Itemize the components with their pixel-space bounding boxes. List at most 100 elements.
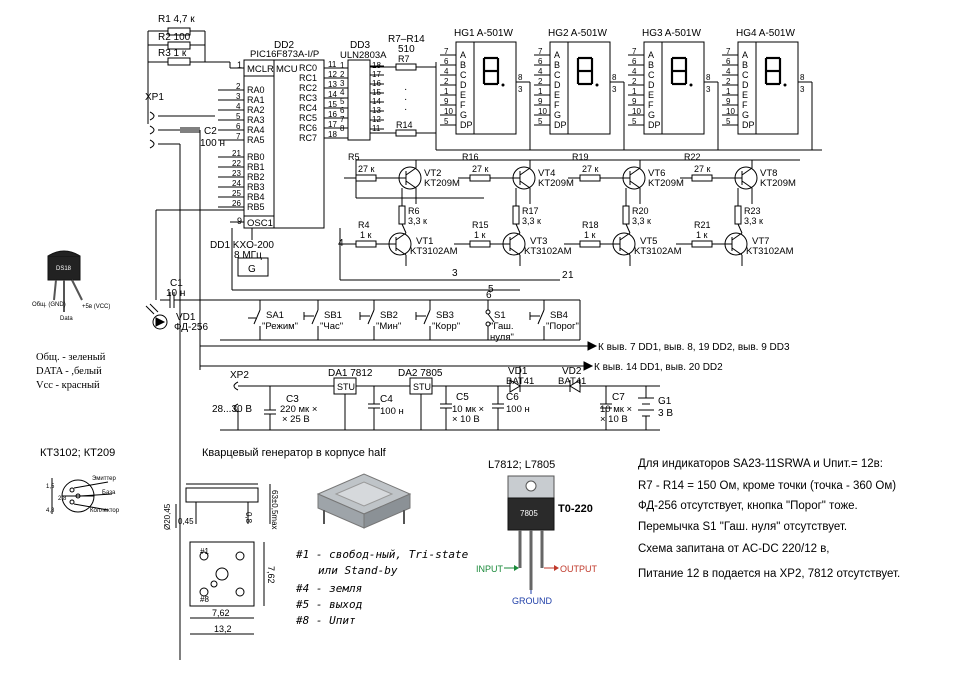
crystal-pin-desc-3: #4 - земля [295, 582, 362, 595]
rc-pin-number: 15 [328, 100, 337, 109]
base-resistor-r22 [691, 174, 713, 182]
rb-pin-label: RB5 [247, 202, 265, 212]
net-dd1-14: К выв. 14 DD1, выв. 20 DD2 [594, 362, 723, 373]
dd3-pin-number: 7 [340, 115, 345, 124]
rc-pin-label: RC2 [299, 83, 317, 93]
ra-pin-label: RA0 [247, 85, 265, 95]
rc-pin-label: RC7 [299, 133, 317, 143]
base-resistor-label: R22 [684, 152, 701, 162]
dd3-out-pin: 11 [372, 124, 381, 133]
rc-pin-label: RC5 [299, 113, 317, 123]
kt-title: КТ3102; КТ209 [40, 447, 115, 459]
npn-emitter [395, 247, 407, 256]
segment-label: C [742, 70, 749, 80]
crystal-pin-desc-1: #1 - свобод-ный, Tri-state [295, 548, 469, 561]
npn-top-lead [737, 223, 743, 234]
switch-caption: "Порог" [546, 321, 579, 332]
base-resistor-value: 27 к [694, 164, 711, 174]
switch-label: SB1 [324, 310, 342, 321]
divider-resistor-value: 3,3 к [632, 216, 651, 226]
crystal-pin-desc-5: #8 - Uпит [295, 614, 356, 627]
ra-pin-label: RA5 [247, 135, 265, 145]
crystal-pin1: #1 [200, 547, 209, 556]
xp2-voltage: 28...30 В [212, 404, 252, 415]
pnp-type: KT209M [424, 178, 460, 189]
segment-label: C [554, 70, 561, 80]
c3-label: C3 [286, 394, 299, 405]
crystal-top-view [189, 541, 265, 635]
segment-pin-number: 9 [632, 97, 637, 106]
rb-pin-number: 22 [232, 159, 241, 168]
common-pin-3: 3 [518, 85, 523, 94]
switch-label: SB2 [380, 310, 398, 321]
base-resistor-r5 [355, 174, 377, 182]
segment-dp [595, 83, 599, 87]
seven-segment-glyph [764, 56, 787, 87]
npn-emitter [509, 247, 521, 256]
npn-base-resistor-value: 1 к [474, 230, 486, 240]
common-pin-3: 3 [706, 85, 711, 94]
divider-resistor-r6 [398, 205, 406, 225]
pin9-label: 9 [237, 216, 242, 226]
common-pin-3: 3 [612, 85, 617, 94]
kt-dim-2: 2,8 [58, 496, 67, 502]
button-arm [367, 309, 375, 325]
npn-base-resistor-value: 1 к [696, 230, 708, 240]
ra-pin-number: 5 [236, 112, 241, 121]
ra-pin-label: RA2 [247, 105, 265, 115]
dd1-name: DD1 KXO-200 [210, 240, 274, 251]
segment-label: F [742, 100, 748, 110]
switch-sb3: SB3"Корр" [415, 300, 460, 340]
osc1-label: OSC1 [247, 218, 273, 229]
display-label: HG1 A-501W [454, 28, 513, 39]
seven-segment-glyph [482, 56, 505, 87]
c3-value-2: × 25 В [282, 414, 310, 425]
pin-gnd: Общ. (GND) [32, 302, 66, 308]
c1-label: C1 [170, 278, 183, 289]
npn-type: KT3102AM [410, 246, 458, 257]
npn-base-resistor-value: 1 к [584, 230, 596, 240]
crystal-dim-045b: 0,45 [178, 517, 194, 526]
switch-sb2: SB2"Мин" [359, 300, 401, 340]
net-1: 1 [568, 270, 574, 281]
dd3-pin-number: 4 [340, 88, 345, 97]
c7-value-2: × 10 В [600, 414, 628, 425]
npn-base-resistor-r21 [691, 240, 713, 248]
r7-label: R7 [398, 54, 410, 64]
segment-pin-number: 1 [726, 87, 731, 96]
dd3-pin-number: 3 [340, 79, 345, 88]
net-4: 4 [338, 238, 344, 249]
c2-label: C2 [204, 126, 217, 137]
npn-top-lead [625, 223, 631, 234]
segment-label: B [648, 60, 654, 70]
segment-label: G [648, 110, 655, 120]
rc-pin-number: 13 [328, 80, 337, 89]
kt-dim-3: 4,8 [46, 508, 55, 514]
dd1-oscillator [237, 257, 269, 277]
pnp-label: VT4 [538, 168, 555, 179]
switch-s1: S1"Гаш.нуля" [485, 300, 514, 343]
c5-value-1: 10 мк × [452, 404, 484, 415]
segment-dp [783, 83, 787, 87]
button-arm [423, 309, 431, 325]
jumper-contact [485, 321, 491, 327]
regulator-output: OUTPUT [560, 564, 598, 574]
segment-pin-number: 1 [632, 87, 637, 96]
divider-resistor-value: 3,3 к [522, 216, 541, 226]
dd2-mcu-body [243, 59, 325, 229]
base-resistor-value: 27 к [472, 164, 489, 174]
segment-pin-number: 7 [538, 47, 543, 56]
divider-resistor-r20 [622, 205, 630, 225]
crystal-pin-desc-2: или Stand-by [318, 564, 398, 577]
switch-caption-2: нуля" [490, 332, 514, 343]
npn-type: KT3102AM [524, 246, 572, 257]
ds18-sensor-drawing [47, 250, 83, 312]
rc-pin-number: 18 [328, 130, 337, 139]
dd3-pin-number: 8 [340, 124, 345, 133]
vd1p-label: VD1 [508, 366, 528, 377]
rc-pin-label: RC3 [299, 93, 317, 103]
npn-label: VT1 [416, 236, 433, 247]
switch-label: S1 [494, 310, 506, 321]
